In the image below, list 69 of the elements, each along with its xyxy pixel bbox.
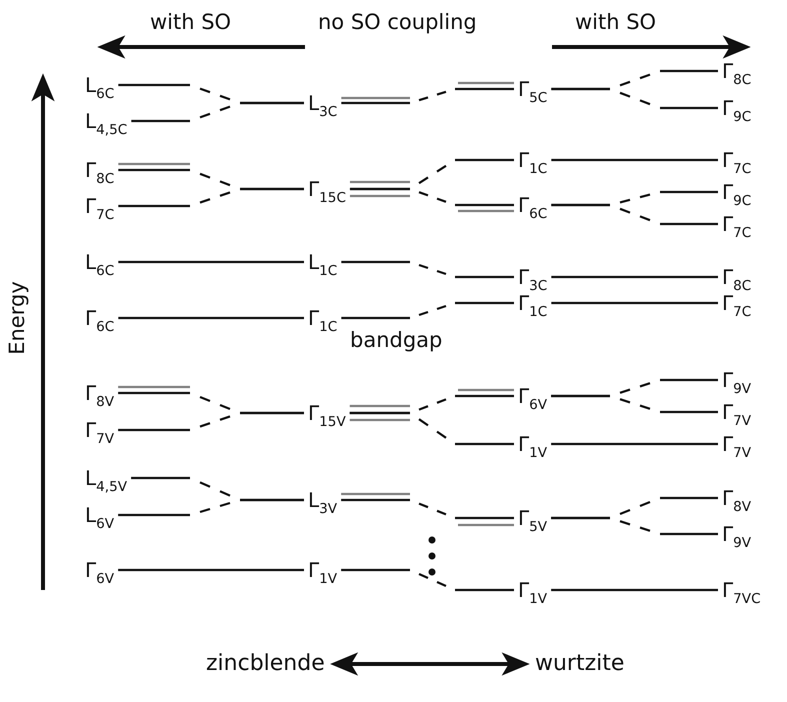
correlation-line <box>118 316 304 320</box>
level-label: Γ$_{6V}$ <box>518 384 548 408</box>
correlation-line <box>118 260 304 264</box>
level-label: Γ$_{5V}$ <box>518 506 548 530</box>
level-label: Γ$_{7V}$ <box>722 400 752 424</box>
level-label: Γ$_{1C}$ <box>308 306 338 330</box>
correlation-line <box>341 260 514 278</box>
level-label: L$_{1C}$ <box>308 250 338 274</box>
level-label: Γ$_{1V}$ <box>518 578 548 602</box>
axis-label: Energy <box>4 281 29 355</box>
correlation-line <box>551 158 718 162</box>
level-label: L$_{6V}$ <box>85 503 114 527</box>
correlation-line <box>118 412 304 432</box>
level-label: Γ$_{7VC}$ <box>722 578 761 602</box>
correlation-line <box>118 568 304 572</box>
level-label: Γ$_{6C}$ <box>518 193 548 217</box>
level-label: Γ$_{5C}$ <box>518 77 548 101</box>
correlation-line <box>551 516 718 536</box>
level-label: L$_{3V}$ <box>308 488 338 512</box>
crystal-label: zincblende <box>206 652 325 676</box>
level-label: Γ$_{7C}$ <box>85 194 114 218</box>
correlation-line <box>341 568 514 592</box>
level-label: Γ$_{15C}$ <box>308 177 346 201</box>
level-label: Γ$_{3C}$ <box>518 265 548 289</box>
double-arrow <box>330 652 530 676</box>
correlation-line <box>131 102 304 122</box>
correlation-line <box>551 442 718 446</box>
level-label: Γ$_{7C}$ <box>722 148 752 172</box>
level-label: Γ$_{7V}$ <box>85 418 114 442</box>
level-label: L$_{6C}$ <box>85 73 114 97</box>
level-label: Γ$_{15V}$ <box>308 401 346 425</box>
correlation-line <box>551 588 718 592</box>
level-label: Γ$_{9V}$ <box>722 522 752 546</box>
level-label: Γ$_{7C}$ <box>722 291 752 315</box>
level-label: Γ$_{1V}$ <box>308 558 338 582</box>
correlation-line <box>341 498 514 520</box>
correlation-line <box>551 394 718 414</box>
heading-text: with SO <box>575 10 656 34</box>
level-label: Γ$_{1C}$ <box>518 148 548 172</box>
level-label: Γ$_{1V}$ <box>518 432 548 456</box>
level-label: Γ$_{6C}$ <box>85 306 114 330</box>
level-label: Γ$_{9C}$ <box>722 180 752 204</box>
level-label: Γ$_{9C}$ <box>722 96 752 120</box>
level-label: Γ$_{1C}$ <box>518 291 548 315</box>
correlation-line <box>350 188 514 206</box>
correlation-line <box>118 188 304 208</box>
level-label: Γ$_{8C}$ <box>722 59 752 83</box>
annotation-text: bandgap <box>350 328 442 352</box>
correlation-line <box>551 276 718 278</box>
heading-text: no SO coupling <box>318 10 477 34</box>
level-label: Γ$_{8V}$ <box>722 486 752 510</box>
correlation-line <box>341 88 514 104</box>
level-label: L$_{6C}$ <box>85 250 114 274</box>
correlation-line <box>551 302 718 304</box>
correlation-line <box>341 302 514 320</box>
level-label: Γ$_{8V}$ <box>85 381 114 405</box>
correlation-line <box>551 204 718 226</box>
crystal-label: wurtzite <box>535 652 624 676</box>
level-label: Γ$_{8C}$ <box>722 265 752 289</box>
correlation-line <box>551 88 718 110</box>
correlation-line <box>118 498 304 516</box>
level-label: Γ$_{9V}$ <box>722 368 752 392</box>
level-label: Γ$_{8C}$ <box>85 158 114 182</box>
level-label: Γ$_{6V}$ <box>85 558 114 582</box>
level-label: Γ$_{7C}$ <box>722 212 752 236</box>
heading-text: with SO <box>150 10 232 34</box>
correlation-line <box>350 412 514 446</box>
level-label: Γ$_{7V}$ <box>722 432 752 456</box>
level-label: L$_{3C}$ <box>308 91 338 115</box>
